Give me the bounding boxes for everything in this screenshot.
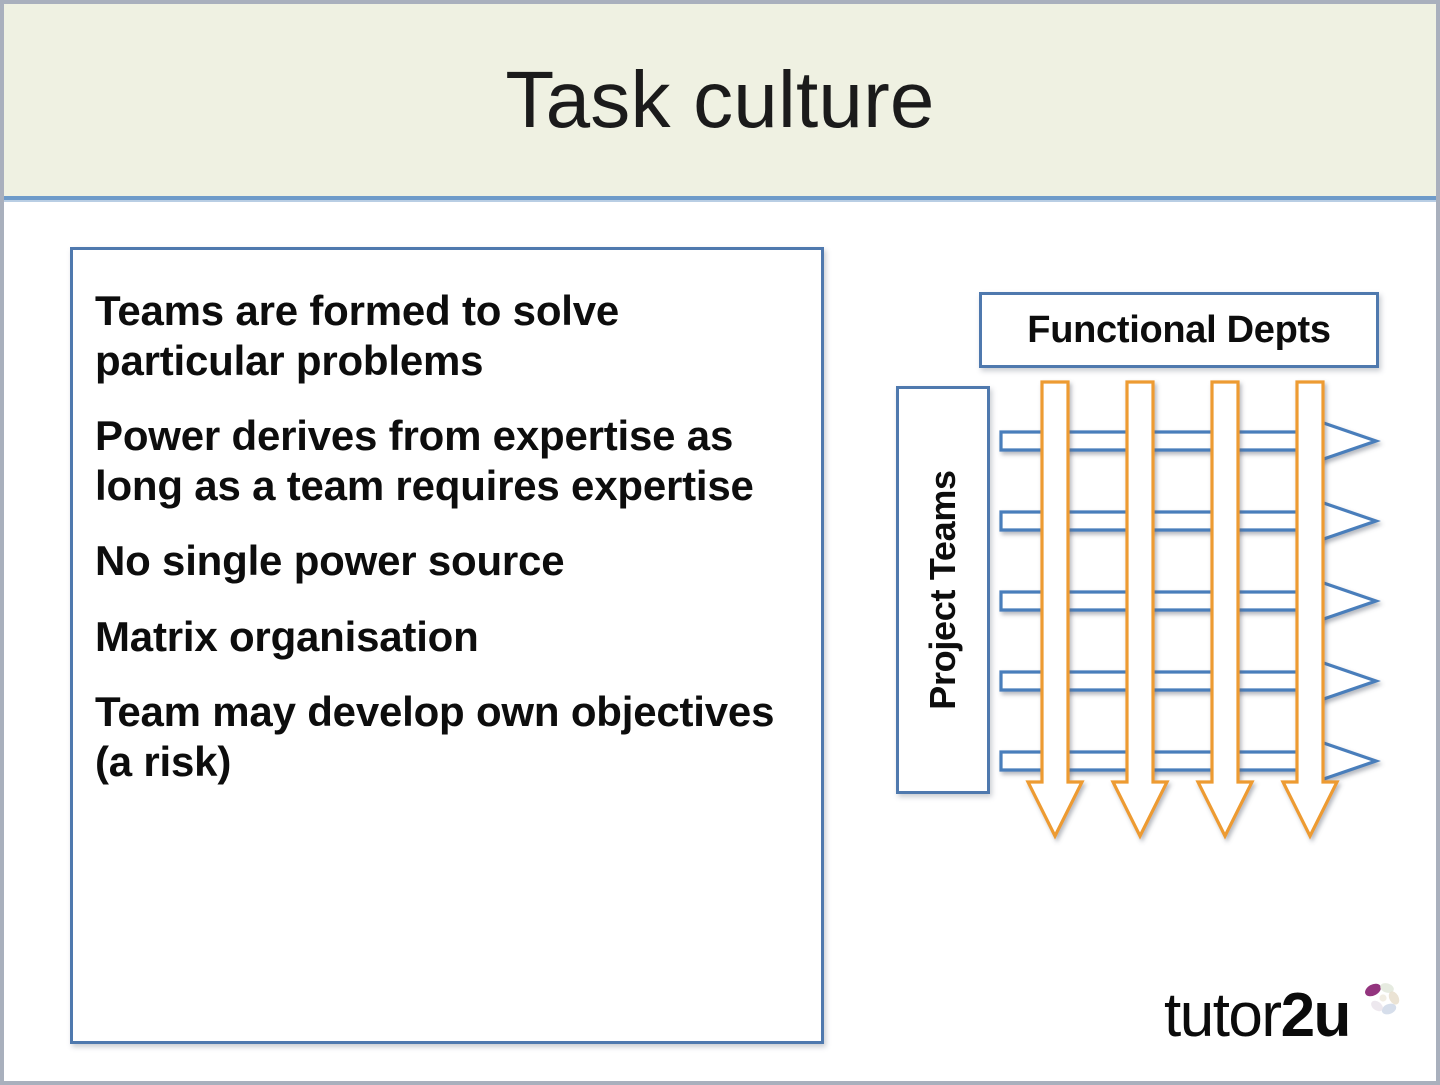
matrix-organisation-diagram: Functional Depts Project Teams: [884, 284, 1404, 854]
logo-text-light: tutor: [1164, 981, 1282, 1050]
list-item: Matrix organisation: [95, 612, 479, 660]
list-item: Teams are formed to solve particular pro…: [95, 287, 620, 384]
vertical-arrow-down: [1195, 380, 1255, 840]
logo-wordmark: tutor2u: [1164, 985, 1351, 1047]
title-band: Task culture: [4, 4, 1436, 196]
matrix-arrows-svg: [999, 380, 1381, 840]
project-teams-header-box: Project Teams: [896, 386, 990, 794]
title-divider-rule: [4, 196, 1436, 202]
bullet-content-box: Teams are formed to solve particular pro…: [70, 247, 824, 1044]
list-item: Team may develop own objectives (a risk): [95, 688, 775, 785]
functional-depts-label: Functional Depts: [1027, 309, 1331, 351]
vertical-arrow-down: [1025, 380, 1085, 840]
logo-text-bold: 2u: [1280, 981, 1352, 1050]
list-item: Power derives from expertise as long as …: [95, 412, 754, 509]
tutor2u-logo: tutor2u: [1164, 979, 1414, 1059]
vertical-arrow-group: [1025, 380, 1340, 840]
flower-icon: [1365, 983, 1400, 1015]
vertical-arrow-down: [1280, 380, 1340, 840]
vertical-arrow-down: [1110, 380, 1170, 840]
page-title: Task culture: [505, 55, 935, 144]
list-item: No single power source: [95, 537, 565, 585]
functional-depts-header-box: Functional Depts: [979, 292, 1379, 368]
